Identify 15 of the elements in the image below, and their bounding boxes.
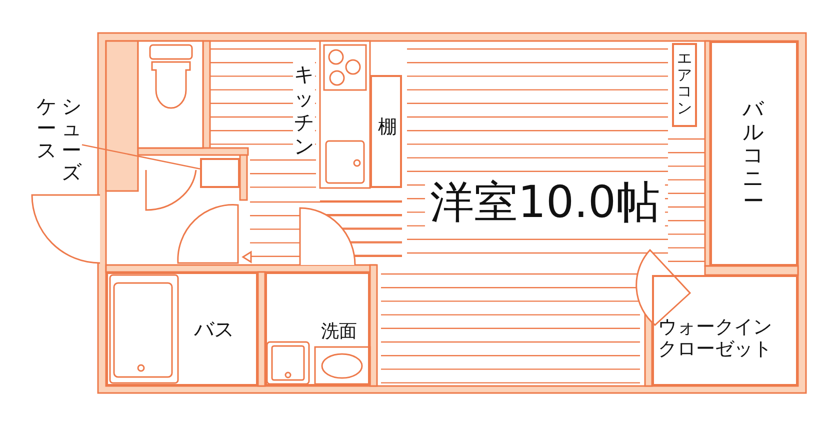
washroom [265,272,370,386]
room-label: ウォークインクローゼット [658,317,773,361]
bathroom [106,272,258,386]
leader-line [82,144,200,170]
room-label: 洗面 [321,322,357,343]
shoe-cabinet [200,158,240,188]
room-label: 棚 [378,117,397,139]
balcony [710,41,798,266]
room-label: バス [194,318,234,341]
room-label: バルコニー [742,98,765,214]
shelf [370,75,402,188]
walk-in-closet [652,275,798,386]
room-label: シューズケース [36,95,82,185]
air-conditioner [672,43,697,127]
room-label: エアコン [676,50,693,116]
